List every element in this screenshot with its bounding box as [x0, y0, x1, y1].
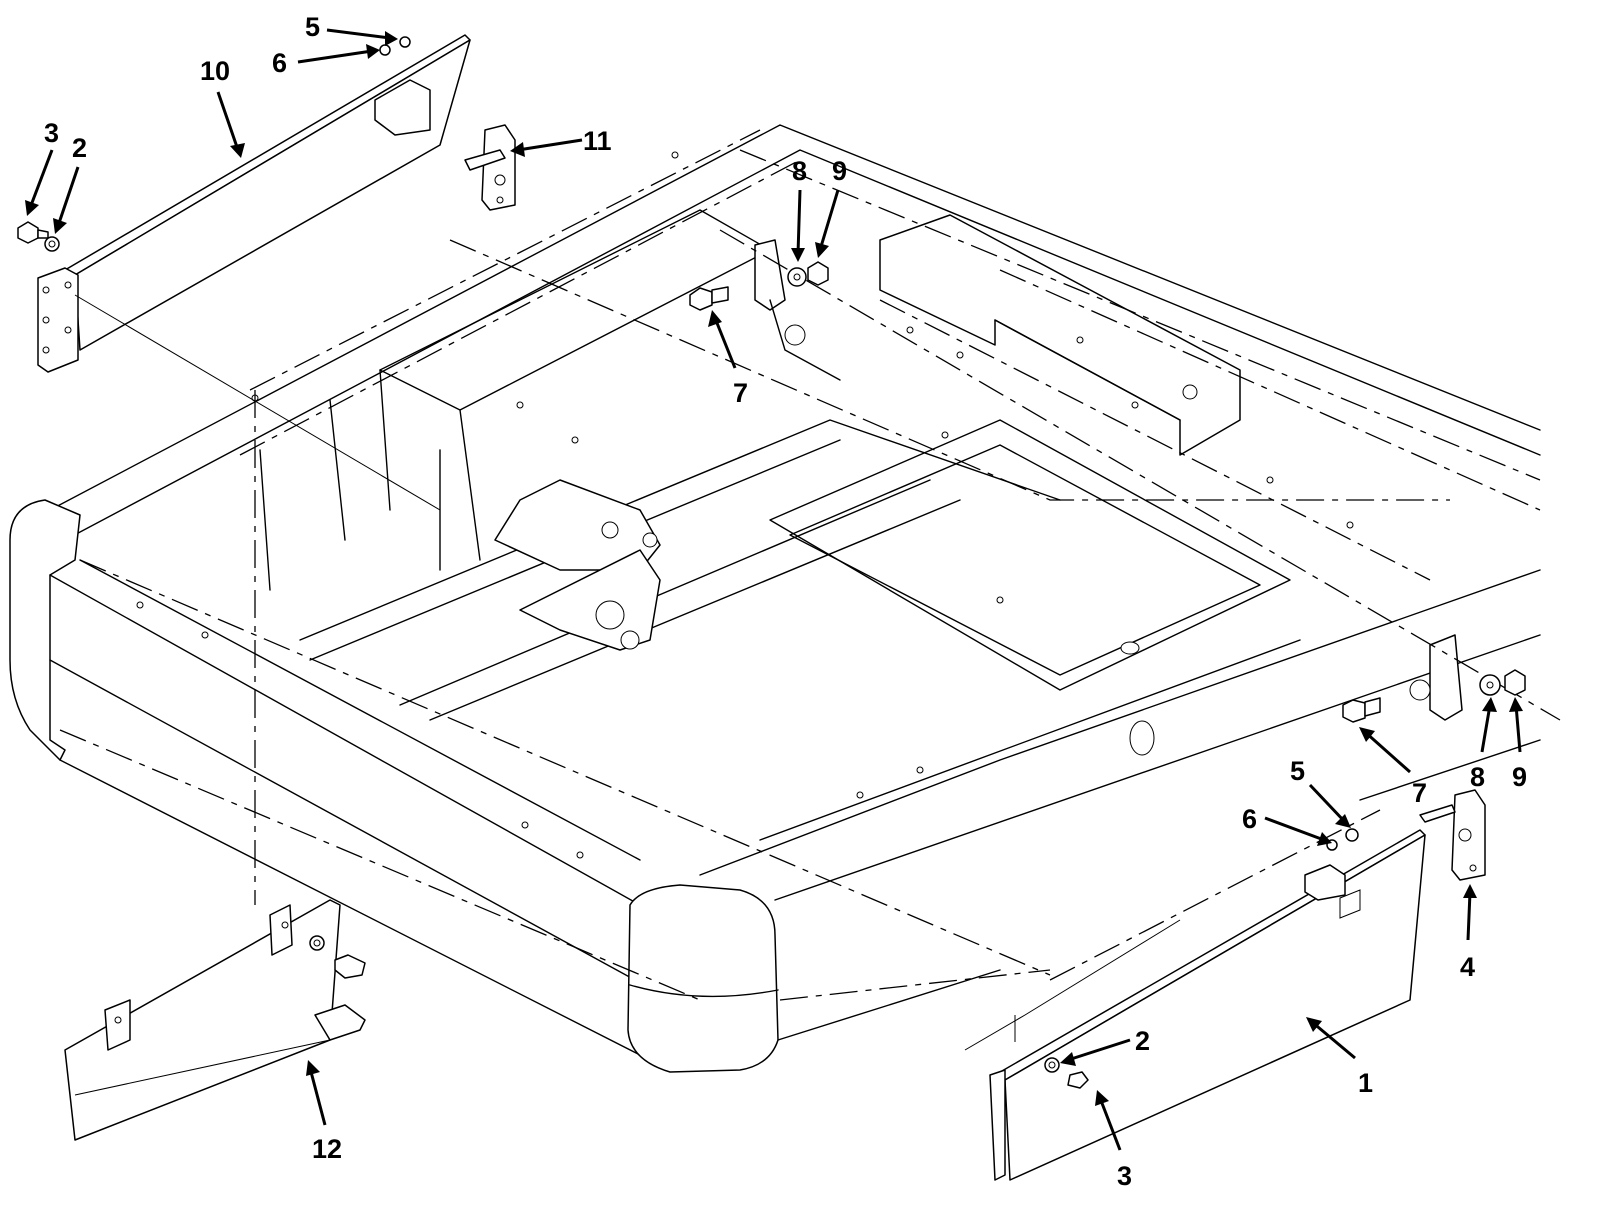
callout-2-lower: 2	[1135, 1026, 1150, 1056]
callout-3-lower: 3	[1117, 1161, 1132, 1191]
callout-labels: 10 5 6 3 2 11 8 9 7 8 9 7 5 6 4 2 1 3 12	[44, 12, 1527, 1191]
callout-12: 12	[312, 1134, 342, 1164]
callout-5-upper: 5	[305, 12, 320, 42]
callout-6-lower: 6	[1242, 804, 1257, 834]
callout-2-upper: 2	[72, 133, 87, 163]
callout-4: 4	[1460, 952, 1475, 982]
callout-7-upper: 7	[733, 378, 748, 408]
part-1-front-panel	[964, 829, 1426, 1181]
callout-3-upper: 3	[44, 118, 59, 148]
callout-1: 1	[1358, 1068, 1373, 1098]
callout-8-lower: 8	[1470, 762, 1485, 792]
chassis-frame	[9, 124, 1541, 1073]
callout-9-upper: 9	[832, 156, 847, 186]
part-12-lower-panel	[64, 899, 366, 1141]
callout-8-upper: 8	[792, 156, 807, 186]
callout-10: 10	[200, 56, 230, 86]
callout-6-upper: 6	[272, 48, 287, 78]
callout-11: 11	[583, 126, 612, 156]
callout-9-lower: 9	[1512, 762, 1527, 792]
callout-7-lower: 7	[1412, 778, 1427, 808]
part-10-rear-panel	[37, 34, 471, 511]
projection-lines	[59, 129, 1561, 1001]
hardware	[17, 36, 1526, 1089]
latch-brackets	[464, 124, 1486, 881]
callout-5-lower: 5	[1290, 756, 1305, 786]
leader-arrows	[25, 28, 1523, 1151]
